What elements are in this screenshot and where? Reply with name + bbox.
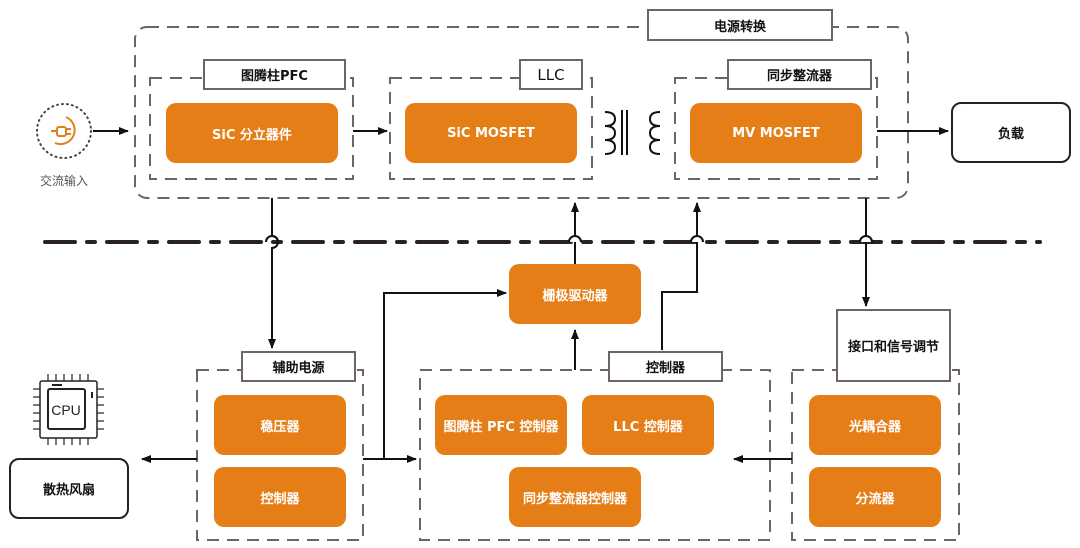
- llc-title: LLC: [519, 59, 583, 90]
- gate-driver-block: 栅极驱动器: [509, 264, 641, 324]
- transformer-icon: [604, 110, 661, 155]
- cpu-chip-icon: CPU: [33, 374, 104, 445]
- sic-mosfet-block: SiC MOSFET: [405, 103, 577, 163]
- regulator-block: 稳压器: [214, 395, 346, 455]
- optocoupler-block: 光耦合器: [809, 395, 941, 455]
- llc-group: [389, 77, 593, 180]
- cpu-label: CPU: [51, 402, 81, 418]
- power-conversion-title: 电源转换: [647, 9, 833, 41]
- load-block: 负载: [951, 102, 1071, 163]
- sync-rectifier-controller-block: 同步整流器控制器: [509, 467, 641, 527]
- power-conversion-group: [134, 26, 909, 199]
- aux-power-title: 辅助电源: [241, 351, 356, 382]
- sync-rectifier-title: 同步整流器: [727, 59, 872, 90]
- power-plug-icon: [36, 103, 92, 159]
- controller-title: 控制器: [608, 351, 723, 382]
- mv-mosfet-block: MV MOSFET: [690, 103, 862, 163]
- pfc-controller-block: 图腾柱 PFC 控制器: [435, 395, 567, 455]
- interface-title: 接口和信号调节: [836, 309, 951, 382]
- pfc-title: 图腾柱PFC: [203, 59, 346, 90]
- cooling-fan-block: 散热风扇: [9, 458, 129, 519]
- sic-discrete-block: SiC 分立器件: [166, 103, 338, 163]
- ac-input-label: 交流输入: [40, 174, 89, 188]
- shunt-block: 分流器: [809, 467, 941, 527]
- aux-controller-block: 控制器: [214, 467, 346, 527]
- llc-controller-block: LLC 控制器: [582, 395, 714, 455]
